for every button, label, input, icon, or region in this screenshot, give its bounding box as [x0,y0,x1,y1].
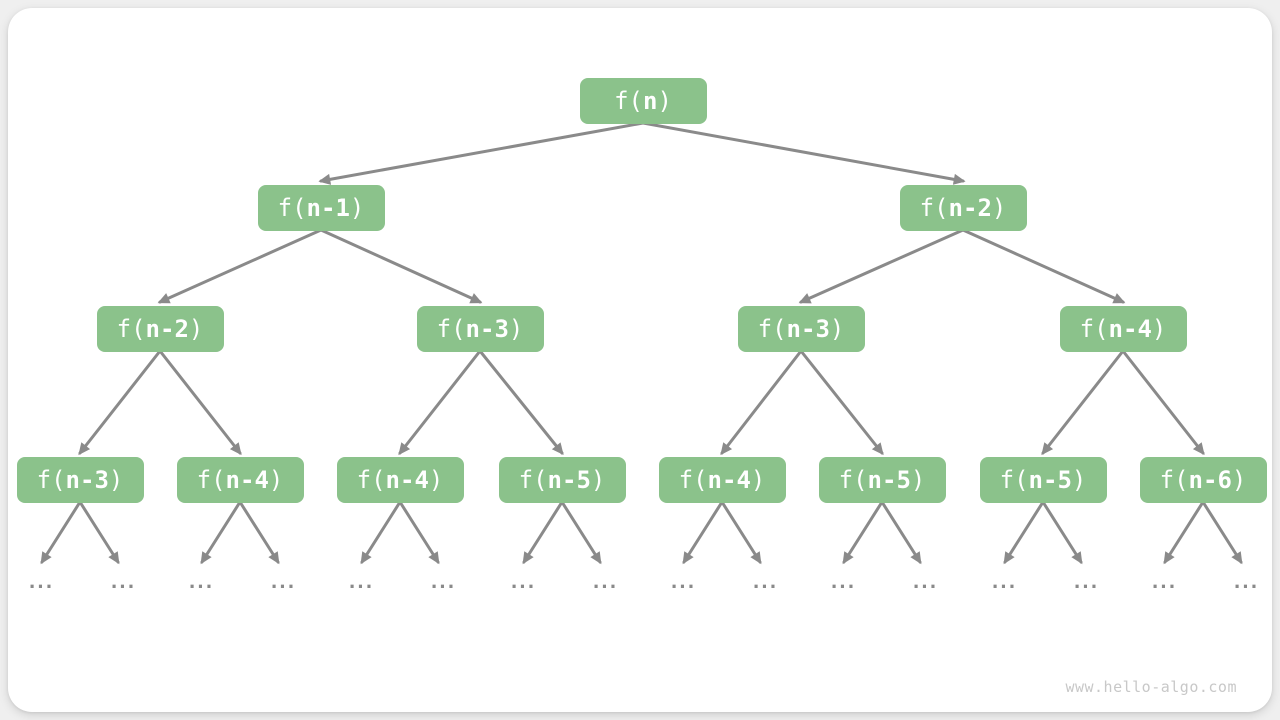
diagram-card [8,8,1272,712]
watermark-text: www.hello-algo.com [1065,678,1237,696]
